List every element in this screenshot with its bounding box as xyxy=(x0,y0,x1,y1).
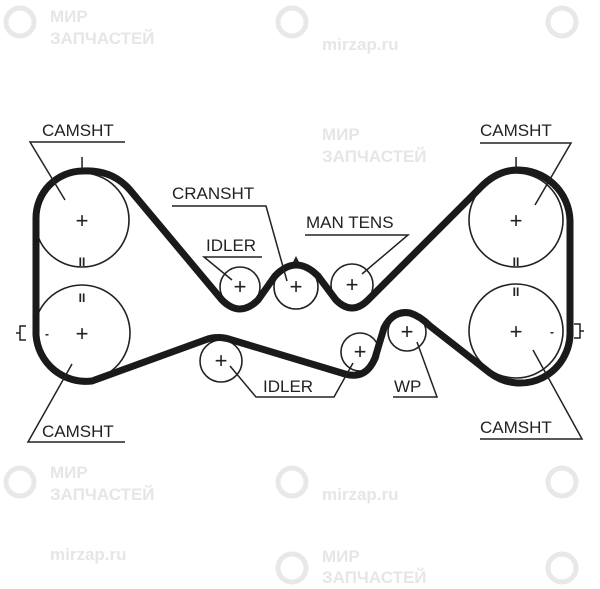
watermark-text: mirzap.ru xyxy=(50,545,127,564)
watermark-logo-icon xyxy=(275,551,309,585)
watermark-text: mirzap.ru xyxy=(322,35,399,54)
watermark-text: mirzap.ru xyxy=(322,485,399,504)
watermark-text: МИР xyxy=(322,125,360,144)
center-cross-icon: + xyxy=(354,339,367,364)
center-cross-icon: + xyxy=(215,348,228,373)
watermark-logo-icon xyxy=(3,465,37,499)
camshaft-pulley-bottom-right xyxy=(468,283,564,379)
leader-line xyxy=(172,205,288,282)
center-cross-icon: + xyxy=(76,321,89,346)
watermark-text: МИР xyxy=(322,547,360,566)
timing-mark: II xyxy=(79,255,86,269)
center-cross-icon: + xyxy=(401,319,414,344)
label-idler-upper: IDLER xyxy=(206,236,256,255)
leader-line xyxy=(305,234,411,275)
leader-line xyxy=(28,141,125,201)
watermark-logo-icon xyxy=(3,5,37,39)
center-cross-icon: + xyxy=(234,274,247,299)
label-camshaft-bottom-left: CAMSHT xyxy=(42,422,114,441)
watermark-logo-icon xyxy=(545,551,579,585)
label-water-pump: WP xyxy=(394,377,421,396)
watermark-text: ЗАПЧАСТЕЙ xyxy=(50,485,155,504)
center-cross-icon: + xyxy=(510,208,523,233)
housing-mark-right-icon xyxy=(574,323,584,339)
label-idler-lower: IDLER xyxy=(263,377,313,396)
leader-line xyxy=(201,256,262,281)
label-camshaft-top-left: CAMSHT xyxy=(42,121,114,140)
leader-line xyxy=(480,349,584,440)
center-cross-icon: + xyxy=(346,272,359,297)
watermark-text: МИР xyxy=(50,463,88,482)
center-cross-icon: + xyxy=(290,274,303,299)
leader-line xyxy=(393,341,439,398)
timing-mark: - xyxy=(45,327,49,341)
timing-mark: | xyxy=(80,155,83,169)
watermark-text: ЗАПЧАСТЕЙ xyxy=(50,29,155,48)
housing-mark-left-icon xyxy=(16,325,26,341)
timing-belt xyxy=(32,166,574,387)
leader-line xyxy=(26,363,125,443)
watermark-text: ЗАПЧАСТЕЙ xyxy=(322,147,427,166)
timing-mark: - xyxy=(550,325,554,339)
label-manual-tensioner: MAN TENS xyxy=(306,213,394,232)
center-cross-icon: + xyxy=(76,208,89,233)
watermark-logo-icon xyxy=(275,465,309,499)
label-crankshaft: CRANSHT xyxy=(172,184,254,203)
label-camshaft-bottom-right: CAMSHT xyxy=(480,418,552,437)
timing-mark: II xyxy=(79,291,86,305)
watermarks: МИР ЗАПЧАСТЕЙ mirzap.ru МИР ЗАПЧАСТЕЙ МИ… xyxy=(3,5,579,587)
timing-mark: II xyxy=(513,285,520,299)
crank-mark-arrow-icon xyxy=(293,256,299,262)
timing-mark: | xyxy=(514,155,517,169)
watermark-logo-icon xyxy=(545,5,579,39)
watermark-text: ЗАПЧАСТЕЙ xyxy=(322,568,427,587)
label-camshaft-top-right: CAMSHT xyxy=(480,121,552,140)
timing-mark: II xyxy=(513,255,520,269)
center-cross-icon: + xyxy=(510,319,523,344)
leader-line xyxy=(480,142,573,206)
leader-line xyxy=(229,362,354,398)
watermark-logo-icon xyxy=(275,5,309,39)
watermark-text: МИР xyxy=(50,7,88,26)
watermark-logo-icon xyxy=(545,465,579,499)
